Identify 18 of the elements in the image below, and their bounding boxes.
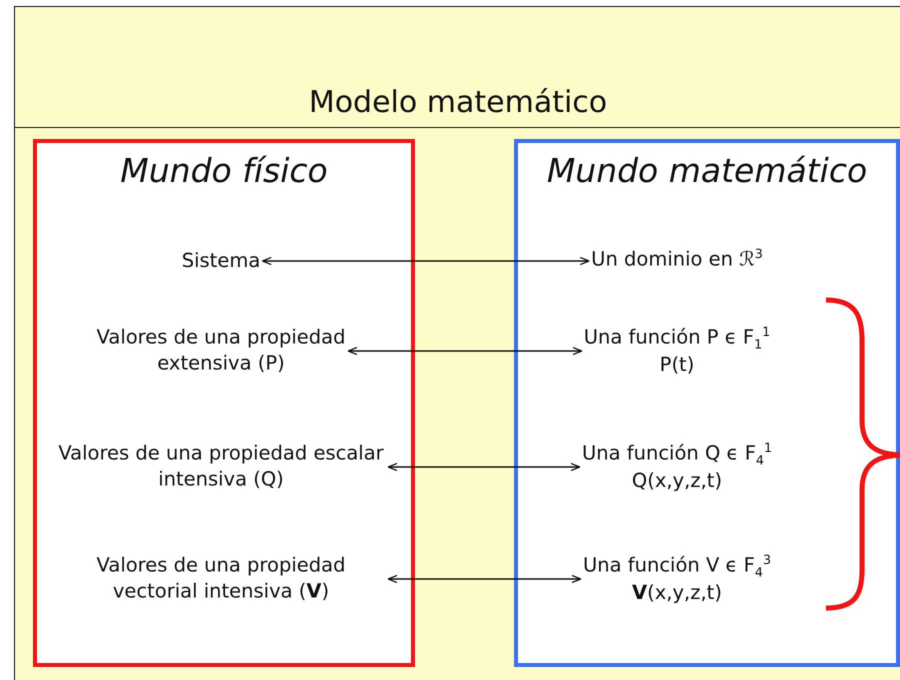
item-text: Valores de una propiedad extensiva (P) [96, 324, 346, 378]
framed-box [514, 139, 900, 667]
item-text: V(x,y,z,t) [631, 580, 723, 607]
double-arrow [262, 256, 590, 266]
box-heading: Mundo matemático [546, 151, 868, 190]
double-arrow [387, 462, 581, 472]
framed-box [33, 139, 415, 667]
item-text: Sistema [182, 248, 260, 274]
item-text: Un dominio en ℛ$^{3}$ [591, 245, 763, 273]
double-arrow [387, 574, 582, 584]
item-text: Valores de una propiedad escalar intensiva (Q) [56, 440, 386, 494]
box-heading: Mundo físico [119, 151, 329, 190]
diagram-panel [14, 6, 900, 680]
double-arrow [347, 346, 582, 356]
item-text: P(t) [658, 352, 696, 379]
item-text: Valores de una propiedad vectorial intensiva (V) [56, 552, 386, 606]
item-text: Q(x,y,z,t) [630, 468, 724, 495]
panel-title: Modelo matemático [308, 85, 608, 120]
